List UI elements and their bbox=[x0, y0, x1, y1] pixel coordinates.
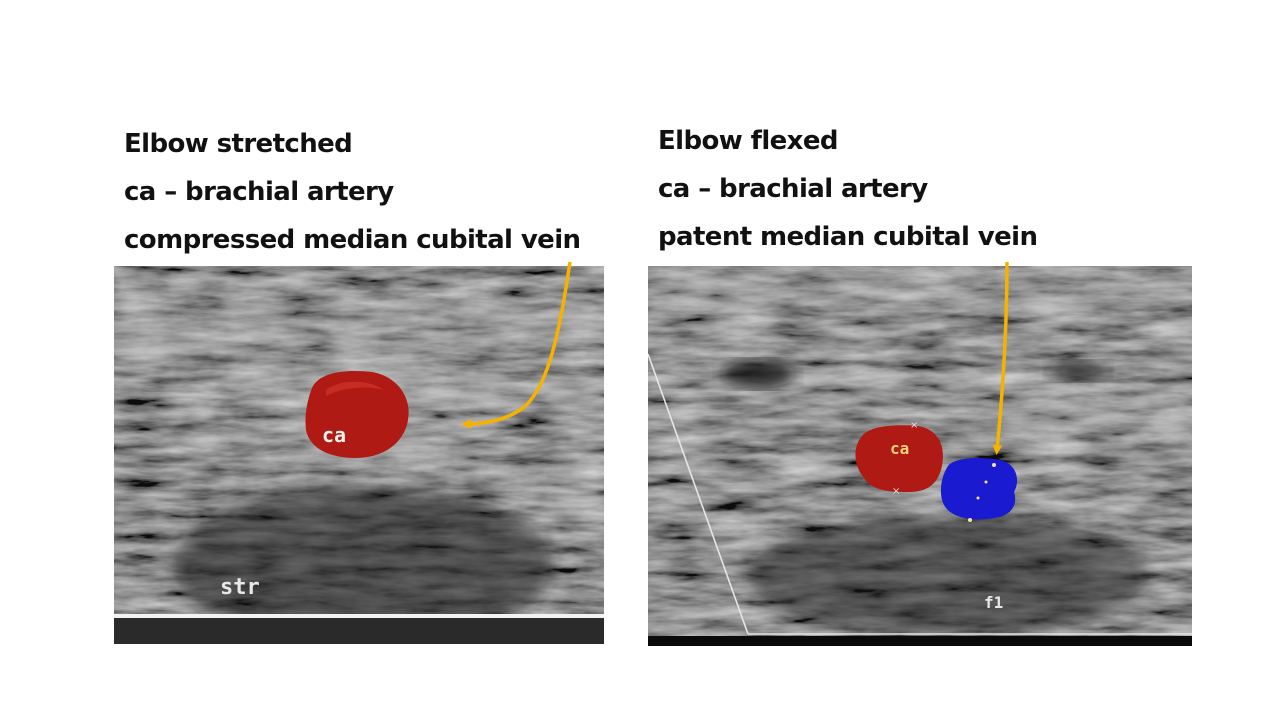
brachial-artery-doppler bbox=[855, 425, 943, 492]
fascia-band bbox=[708, 366, 1068, 401]
dark-region bbox=[748, 516, 1148, 636]
right-vessel-label: ca bbox=[890, 439, 909, 458]
median-cubital-vein-doppler bbox=[940, 458, 1018, 520]
artery-highlight bbox=[326, 381, 384, 396]
right-corner-label: f1 bbox=[984, 593, 1003, 612]
scan-bottom-band bbox=[114, 618, 604, 644]
dark-pocket bbox=[1048, 361, 1108, 381]
caliper-dot bbox=[984, 480, 988, 484]
ultrasound-image-stretched: ca str bbox=[114, 266, 604, 644]
left-caption: Elbow stretched ca – brachial artery com… bbox=[124, 120, 581, 264]
fascia-band bbox=[394, 444, 604, 526]
ultrasound-flexed-svg: ca × × f1 bbox=[648, 266, 1192, 646]
scan-bottom-band bbox=[648, 636, 1192, 646]
caliper-mark: × bbox=[892, 486, 900, 497]
fascia-band bbox=[648, 273, 1192, 311]
left-caption-title: Elbow stretched bbox=[124, 129, 353, 159]
fascia-band bbox=[1008, 401, 1192, 441]
right-caption-vein: patent median cubital vein bbox=[658, 222, 1038, 252]
left-caption-vein: compressed median cubital vein bbox=[124, 225, 581, 255]
left-corner-label: str bbox=[220, 575, 260, 600]
caliper-dot bbox=[992, 463, 996, 467]
scan-baseline bbox=[114, 614, 604, 618]
caliper-dot bbox=[976, 496, 980, 500]
caliper-dot bbox=[968, 518, 972, 522]
sector-edge-line bbox=[648, 353, 749, 635]
ultrasound-stretched-svg: ca str bbox=[114, 266, 604, 644]
dark-pocket bbox=[720, 360, 796, 388]
dark-region bbox=[174, 486, 554, 644]
right-caption-title: Elbow flexed bbox=[658, 126, 839, 156]
left-caption-artery: ca – brachial artery bbox=[124, 177, 394, 207]
caliper-mark: × bbox=[910, 420, 918, 431]
right-caption-artery: ca – brachial artery bbox=[658, 174, 928, 204]
right-caption: Elbow flexed ca – brachial artery patent… bbox=[658, 117, 1038, 261]
ultrasound-image-flexed: ca × × f1 bbox=[648, 266, 1192, 646]
left-vessel-label: ca bbox=[322, 423, 346, 447]
